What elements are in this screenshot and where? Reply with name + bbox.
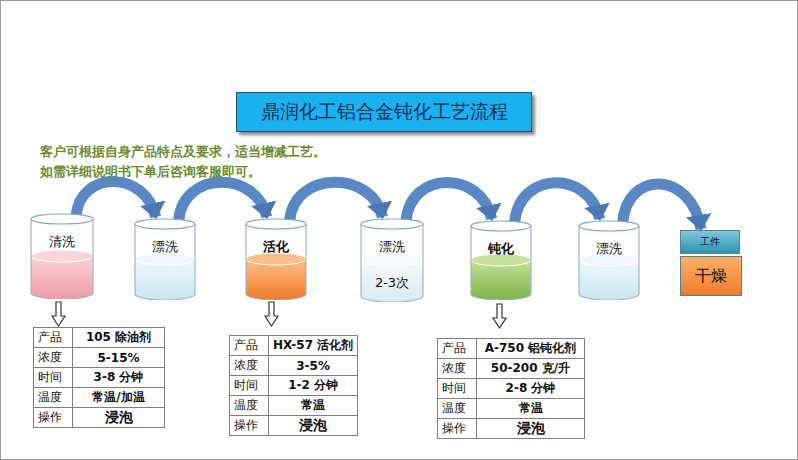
tank-wall	[579, 226, 639, 300]
table-cell: 50-200 克/升	[477, 359, 585, 379]
tank-rim	[246, 219, 306, 229]
table-cell: A-750 铝钝化剂	[477, 339, 585, 359]
table-cell: 浸泡	[73, 408, 165, 428]
title-box: 鼎润化工铝合金钝化工艺流程	[236, 92, 532, 132]
note-text: 客户可根据自身产品特点及要求，适当增减工艺。	[40, 143, 326, 161]
down-arrow	[493, 304, 506, 328]
tank-node: 清洗	[30, 213, 94, 299]
tank-shape	[134, 218, 196, 300]
flow-arrow	[290, 182, 383, 221]
table-cell: 1-2 分钟	[269, 376, 358, 396]
flow-arrow	[515, 183, 600, 223]
node-text: 漂洗	[360, 238, 424, 256]
spec-table: 产品A-750 铝钝化剂浓度50-200 克/升时间2-8 分钟温度常温操作浸泡	[437, 338, 585, 439]
table-cell: 温度	[34, 388, 73, 408]
liquid-surface	[31, 250, 93, 262]
tank-wall	[31, 219, 93, 299]
tank-wall	[135, 224, 195, 300]
down-arrow	[52, 302, 65, 326]
tank-node: 漂洗 2-3次	[360, 218, 424, 302]
node-text: 钝化	[470, 240, 532, 258]
node-text: 工件	[681, 235, 739, 249]
table-cell: 浓度	[438, 359, 477, 379]
table-cell: 产品	[438, 339, 477, 359]
table-cell: 浸泡	[269, 416, 358, 436]
table-cell: 温度	[230, 396, 269, 416]
flow-arrow	[76, 182, 156, 217]
spec-table: 产品HX-57 活化剂浓度3-5%时间1-2 分钟温度常温操作浸泡	[229, 335, 358, 436]
table-cell: 操作	[34, 408, 73, 428]
table-cell: 3-5%	[269, 356, 358, 376]
note-text: 如需详细说明书下单后咨询客服即可。	[40, 163, 261, 181]
tank-node: 活化	[245, 218, 307, 300]
tank-wall	[361, 224, 423, 302]
down-arrow	[265, 302, 278, 326]
flow-arrow	[623, 184, 701, 229]
table-cell: 操作	[438, 419, 477, 439]
tank-shape	[245, 218, 307, 300]
table-cell: 时间	[438, 379, 477, 399]
table-cell: 常温	[269, 396, 358, 416]
tank-rim	[361, 219, 423, 229]
tank-node: 漂洗	[134, 218, 196, 300]
table-cell: 105 除油剂	[73, 328, 165, 348]
title-text: 鼎润化工铝合金钝化工艺流程	[261, 99, 508, 125]
spec-table: 产品105 除油剂浓度5-15%时间3-8 分钟温度常温/加温操作浸泡	[33, 327, 165, 428]
table-cell: 时间	[34, 368, 73, 388]
tank-node: 漂洗	[578, 220, 640, 300]
process-box: 工件	[680, 230, 740, 254]
tank-rim	[31, 214, 93, 224]
tank-shape	[30, 213, 94, 299]
tank-shape	[578, 220, 640, 300]
table-cell: 时间	[230, 376, 269, 396]
node-text: 干燥	[681, 266, 741, 287]
table-cell: 浸泡	[477, 419, 585, 439]
table-cell: 温度	[438, 399, 477, 419]
node-text: 漂洗	[134, 238, 196, 256]
liquid-surface	[246, 253, 306, 265]
process-box: 干燥	[680, 256, 742, 296]
table-cell: 产品	[34, 328, 73, 348]
table-cell: 常温	[477, 399, 585, 419]
table-cell: 3-8 分钟	[73, 368, 165, 388]
liquid-surface	[361, 254, 423, 266]
liquid-surface	[135, 253, 195, 265]
table-cell: 浓度	[230, 356, 269, 376]
tank-rim	[135, 219, 195, 229]
table-cell: 浓度	[34, 348, 73, 368]
tank-node: 钝化	[470, 220, 532, 300]
table-cell: 常温/加温	[73, 388, 165, 408]
table-cell: 2-8 分钟	[477, 379, 585, 399]
tank-shape	[470, 220, 532, 300]
node-text: 2-3次	[360, 274, 424, 292]
node-text: 清洗	[30, 233, 94, 251]
table-cell: HX-57 活化剂	[269, 336, 358, 356]
table-cell: 5-15%	[73, 348, 165, 368]
node-text: 活化	[245, 238, 307, 256]
table-cell: 操作	[230, 416, 269, 436]
flow-arrow	[179, 182, 267, 221]
node-text: 漂洗	[578, 240, 640, 258]
tank-rim	[579, 221, 639, 231]
flow-arrow	[406, 182, 492, 221]
tank-rim	[471, 221, 531, 231]
table-cell: 产品	[230, 336, 269, 356]
tank-wall	[246, 224, 306, 300]
tank-wall	[471, 226, 531, 300]
